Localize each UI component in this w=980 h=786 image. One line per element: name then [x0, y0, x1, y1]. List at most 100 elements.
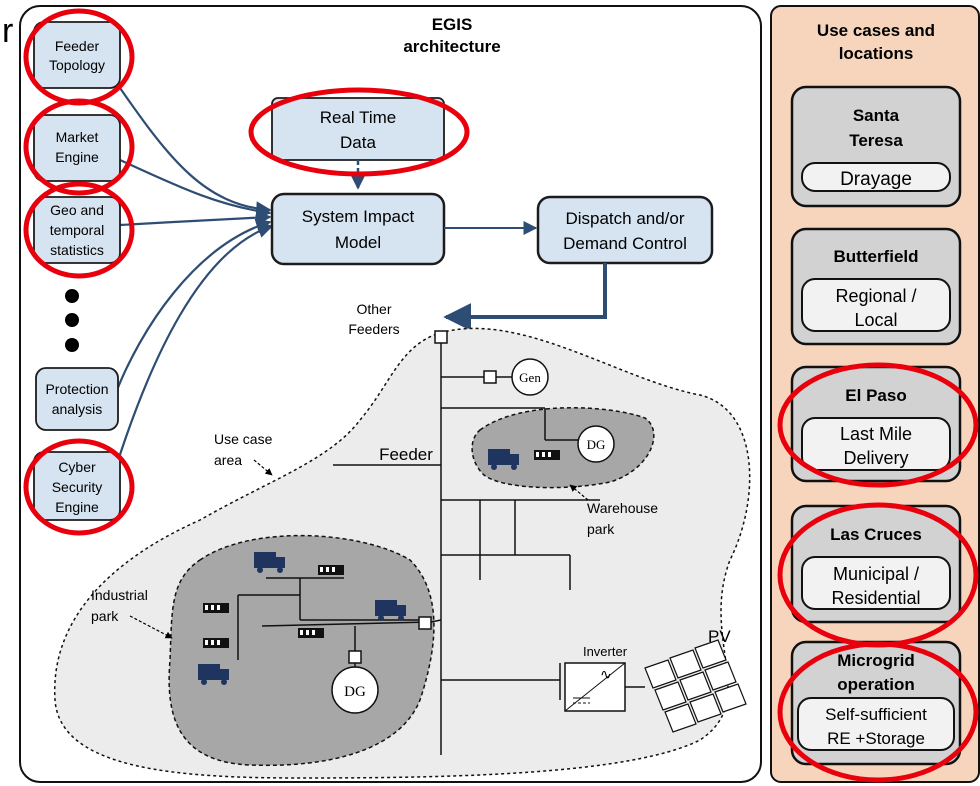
- industrial-park-label: park: [91, 608, 119, 624]
- feeder-network: [237, 337, 600, 755]
- use-case-area-label: area: [214, 452, 242, 468]
- truck-icon: [375, 600, 406, 621]
- use-case-area-pointer: [253, 459, 273, 476]
- input-label: Feeder: [55, 38, 100, 54]
- highlight-ellipse: [23, 98, 135, 196]
- use-case-microgrid: Microgrid operation Self-sufficient RE +…: [790, 640, 962, 766]
- use-case-name: operation: [837, 675, 914, 694]
- use-case-name: Teresa: [849, 131, 903, 150]
- block-label: Demand Control: [563, 234, 687, 253]
- input-label: Engine: [55, 149, 99, 165]
- diagram-title-line1: EGIS: [432, 15, 473, 34]
- use-case-detail: Last Mile: [840, 424, 912, 444]
- input-label: Geo and: [50, 202, 104, 218]
- highlight-annotations: [23, 8, 979, 783]
- input-protection-analysis: Protection analysis: [35, 367, 119, 431]
- charging-station-icon: [203, 638, 229, 648]
- use-case-detail: Delivery: [843, 448, 908, 468]
- industrial-park-pointer: [129, 615, 173, 639]
- use-case-santa-teresa: Santa Teresa Drayage: [790, 85, 962, 208]
- use-case-detail: Regional /: [835, 286, 916, 306]
- warehouse-park-area: [471, 407, 655, 489]
- block-real-time-data: Real Time Data: [271, 97, 445, 161]
- warehouse-park-pointer: [569, 484, 589, 501]
- block-dispatch-demand-control: Dispatch and/or Demand Control: [536, 195, 714, 265]
- input-market-engine: Market Engine: [33, 114, 121, 182]
- use-case-name: Microgrid: [837, 651, 914, 670]
- generator-gen: Gen: [511, 358, 549, 396]
- highlight-ellipse: [23, 181, 135, 279]
- input-label: temporal: [50, 222, 104, 238]
- input-label: Security: [52, 479, 103, 495]
- input-label: Engine: [55, 499, 99, 515]
- use-case-detail: Local: [854, 310, 897, 330]
- use-case-detail: Residential: [831, 588, 920, 608]
- dg-label: DG: [587, 437, 606, 452]
- block-label: Data: [340, 133, 376, 152]
- use-case-area-label: Use case: [214, 431, 273, 447]
- ellipsis-dots: [65, 289, 79, 352]
- highlight-ellipse: [23, 438, 135, 536]
- inverter: ∿ Inverter: [564, 644, 645, 712]
- input-cyber-security-engine: Cyber Security Engine: [33, 451, 121, 521]
- charging-station-icon: [298, 628, 324, 638]
- highlight-ellipse: [777, 641, 979, 783]
- warehouse-park-label: park: [587, 521, 615, 537]
- use-cases-title-line1: Use cases and: [817, 21, 935, 40]
- ac-symbol: ∿: [600, 666, 612, 682]
- truck-icon: [254, 552, 285, 573]
- gen-label: Gen: [519, 370, 541, 385]
- charging-station-icon: [534, 450, 560, 460]
- industrial-park-label: Industrial: [91, 587, 148, 603]
- dispatch-to-feeder-arrow: [443, 263, 607, 331]
- use-case-name: Butterfield: [834, 247, 919, 266]
- use-case-name: Santa: [853, 106, 900, 125]
- use-case-detail: Municipal /: [833, 564, 919, 584]
- truck-icon: [198, 664, 229, 685]
- truck-icon: [488, 449, 519, 470]
- pv-array: [644, 639, 747, 733]
- charging-stations: [203, 450, 560, 648]
- other-feeders-label: Other: [356, 301, 391, 317]
- use-case-detail: RE +Storage: [827, 729, 925, 748]
- block-system-impact-model: System Impact Model: [270, 192, 446, 266]
- input-geo-temporal-statistics: Geo and temporal statistics: [33, 196, 121, 264]
- dg-label: DG: [344, 684, 366, 700]
- input-feeder-topology: Feeder Topology: [33, 21, 121, 89]
- input-label: Topology: [49, 57, 105, 73]
- input-label: Cyber: [58, 459, 96, 475]
- warehouse-park-label: Warehouse: [587, 500, 658, 516]
- input-label: statistics: [50, 242, 104, 258]
- use-case-el-paso: El Paso Last Mile Delivery: [790, 365, 962, 483]
- generator-dg-warehouse: DG: [577, 425, 615, 463]
- block-label: Dispatch and/or: [565, 209, 684, 228]
- other-feeders-label: Feeders: [348, 321, 399, 337]
- use-case-name: El Paso: [845, 386, 906, 405]
- highlight-ellipse: [248, 87, 470, 177]
- use-case-detail: Self-sufficient: [825, 705, 927, 724]
- input-label: Protection: [45, 381, 108, 397]
- pv-label: PV: [708, 627, 731, 646]
- use-cases-title-line2: locations: [839, 44, 914, 63]
- highlight-ellipse: [777, 362, 979, 488]
- use-case-name: Las Cruces: [830, 525, 922, 544]
- charging-station-icon: [203, 603, 229, 613]
- trucks: [198, 449, 519, 685]
- block-label: Model: [335, 233, 381, 252]
- stray-glyph: r: [2, 12, 13, 50]
- use-case-las-cruces: Las Cruces Municipal / Residential: [790, 504, 962, 624]
- feeder-label: Feeder: [379, 445, 433, 464]
- industrial-park-area: [168, 534, 435, 767]
- diagram-title-line2: architecture: [403, 37, 500, 56]
- input-label: Market: [56, 129, 99, 145]
- block-label: System Impact: [302, 207, 415, 226]
- inverter-label: Inverter: [583, 644, 628, 659]
- use-case-detail: Drayage: [840, 169, 912, 190]
- use-case-butterfield: Butterfield Regional / Local: [790, 227, 962, 346]
- block-label: Real Time: [320, 108, 397, 127]
- input-arrows: [113, 87, 274, 471]
- switches: [348, 330, 497, 664]
- charging-station-icon: [318, 565, 344, 575]
- input-label: analysis: [52, 401, 103, 417]
